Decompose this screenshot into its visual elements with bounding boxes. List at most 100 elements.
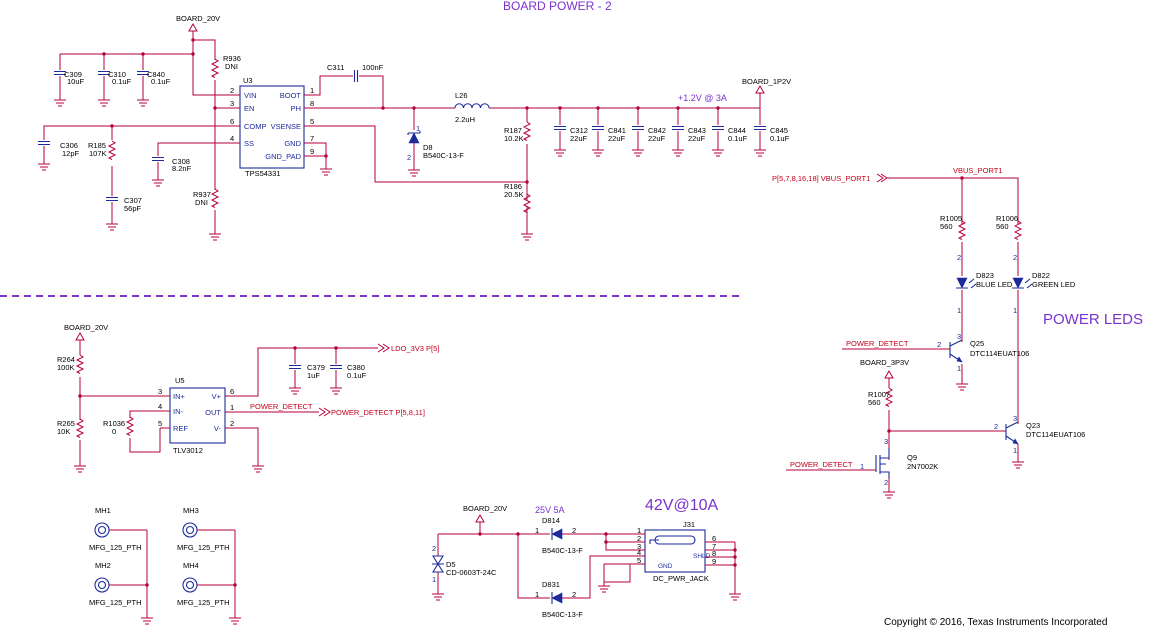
junction bbox=[636, 106, 640, 110]
mh4-val: MFG_125_PTH bbox=[177, 598, 230, 607]
d831-ref: D831 bbox=[542, 580, 560, 589]
c311-ref: C311 bbox=[327, 63, 344, 72]
c844-symbol bbox=[712, 125, 724, 131]
net-board-3p3v: BOARD_3P3V bbox=[860, 358, 909, 367]
title-42v: 42V@10A bbox=[645, 497, 719, 514]
r265-val: 10K bbox=[57, 427, 70, 436]
u3-pin-name: EN bbox=[244, 104, 254, 113]
u3-pin-num: 5 bbox=[310, 117, 314, 126]
board-1p2v-arrow bbox=[755, 84, 765, 108]
c845-ref: C845 bbox=[770, 126, 788, 135]
u5-part: TLV3012 bbox=[173, 446, 203, 455]
c308-val: 8.2nF bbox=[172, 164, 192, 173]
mh2-val: MFG_125_PTH bbox=[89, 598, 142, 607]
q23-val: DTC114EUAT106 bbox=[1026, 430, 1085, 439]
j31-pin-num: 2 bbox=[637, 534, 641, 543]
r187-val: 10.2K bbox=[504, 134, 524, 143]
ground-icon bbox=[141, 617, 153, 625]
c843-ref: C843 bbox=[688, 126, 706, 135]
c307-val: 56pF bbox=[124, 204, 142, 213]
d823-pin2: 2 bbox=[957, 253, 961, 262]
q25-ref: Q25 bbox=[970, 339, 984, 348]
c310-val: 0.1uF bbox=[112, 77, 132, 86]
d5-symbol bbox=[432, 555, 444, 573]
ground-icon bbox=[554, 146, 566, 157]
mh3-val: MFG_125_PTH bbox=[177, 543, 230, 552]
d5-pin1: 1 bbox=[432, 575, 436, 584]
junction bbox=[676, 106, 680, 110]
u3-pin-name: BOOT bbox=[280, 91, 302, 100]
u3-pin-num: 6 bbox=[230, 117, 234, 126]
title-board-power: BOARD POWER - 2 bbox=[503, 0, 612, 13]
net-ldo-3v3: LDO_3V3 P[5] bbox=[391, 344, 439, 353]
c845-val: 0.1uF bbox=[770, 134, 790, 143]
j31-pin-num: 6 bbox=[712, 534, 716, 543]
u3-pin-num: 8 bbox=[310, 99, 314, 108]
u5-pin-name: IN- bbox=[173, 407, 184, 416]
board-20v-arrow-a bbox=[188, 22, 198, 32]
r1007-ref: R1007 bbox=[868, 390, 890, 399]
net-board-20v-b: BOARD_20V bbox=[64, 323, 108, 332]
u3-pin-num: 9 bbox=[310, 147, 314, 156]
c840-val: 0.1uF bbox=[151, 77, 171, 86]
u3-ref: U3 bbox=[243, 76, 253, 85]
c311-val: 100nF bbox=[362, 63, 384, 72]
output-caps: C31222uFC84122uFC84222uFC84322uFC8440.1u… bbox=[554, 106, 790, 157]
d823-pin1: 1 bbox=[957, 306, 961, 315]
q9-symbol bbox=[875, 448, 890, 478]
u5-pin-num: 2 bbox=[230, 419, 234, 428]
d814-val: B540C-13-F bbox=[542, 546, 583, 555]
d831-pin2: 2 bbox=[572, 590, 576, 599]
u3-part: TPS54331 bbox=[245, 169, 280, 178]
c306-ref: C306 bbox=[60, 141, 78, 150]
d831-pin1: 1 bbox=[535, 590, 539, 599]
r186-ref: R186 bbox=[504, 182, 522, 191]
c842-val: 22uF bbox=[648, 134, 666, 143]
ground-icon bbox=[712, 146, 724, 157]
mh1-ref: MH1 bbox=[95, 506, 111, 515]
c841-val: 22uF bbox=[608, 134, 626, 143]
c309-val: 10uF bbox=[67, 77, 85, 86]
c843-symbol bbox=[672, 125, 684, 131]
u5-body bbox=[169, 387, 226, 444]
u5-pin-name: REF bbox=[173, 424, 188, 433]
u3-body bbox=[239, 85, 305, 169]
d5-pin2: 2 bbox=[432, 544, 436, 553]
c309-ref: C309 bbox=[64, 70, 82, 79]
c312-val: 22uF bbox=[570, 134, 588, 143]
q25-pin1: 1 bbox=[957, 364, 961, 373]
r937-ref: R937 bbox=[193, 190, 211, 199]
u3-pin-name: GND_PAD bbox=[265, 152, 301, 161]
l26-val: 2.2uH bbox=[455, 115, 475, 124]
junction bbox=[558, 106, 562, 110]
j31-part: DC_PWR_JACK bbox=[653, 574, 709, 583]
ground-icon bbox=[754, 146, 766, 157]
mh1-symbol bbox=[94, 522, 110, 538]
c843-val: 22uF bbox=[688, 134, 706, 143]
mh4-symbol bbox=[182, 577, 198, 593]
u5-pin-name: V- bbox=[214, 424, 222, 433]
d823-symbol bbox=[956, 277, 968, 289]
net-power-detect-b: POWER_DETECT bbox=[790, 460, 853, 469]
c308-ref: C308 bbox=[172, 157, 190, 166]
title-power-leds: POWER LEDS bbox=[1043, 311, 1143, 328]
r1005-val: 560 bbox=[940, 222, 953, 231]
u3-pin-num: 7 bbox=[310, 134, 314, 143]
c380-val: 0.1uF bbox=[347, 371, 367, 380]
q23-ref: Q23 bbox=[1026, 421, 1040, 430]
d8-symbol bbox=[408, 132, 420, 144]
u3-pin-name: COMP bbox=[244, 122, 267, 131]
u3-pin-num: 1 bbox=[310, 86, 314, 95]
l26-coil bbox=[454, 103, 490, 109]
q9-pin2: 2 bbox=[884, 478, 888, 487]
u5-pin-num: 3 bbox=[158, 387, 162, 396]
mh3-ref: MH3 bbox=[183, 506, 199, 515]
net-power-detect-c: POWER_DETECT bbox=[250, 402, 313, 411]
junction bbox=[716, 106, 720, 110]
d8-ref: D8 bbox=[423, 143, 433, 152]
d831-val: B540C-13-F bbox=[542, 610, 583, 619]
c841-symbol bbox=[592, 125, 604, 131]
r264-val: 100K bbox=[57, 363, 75, 372]
